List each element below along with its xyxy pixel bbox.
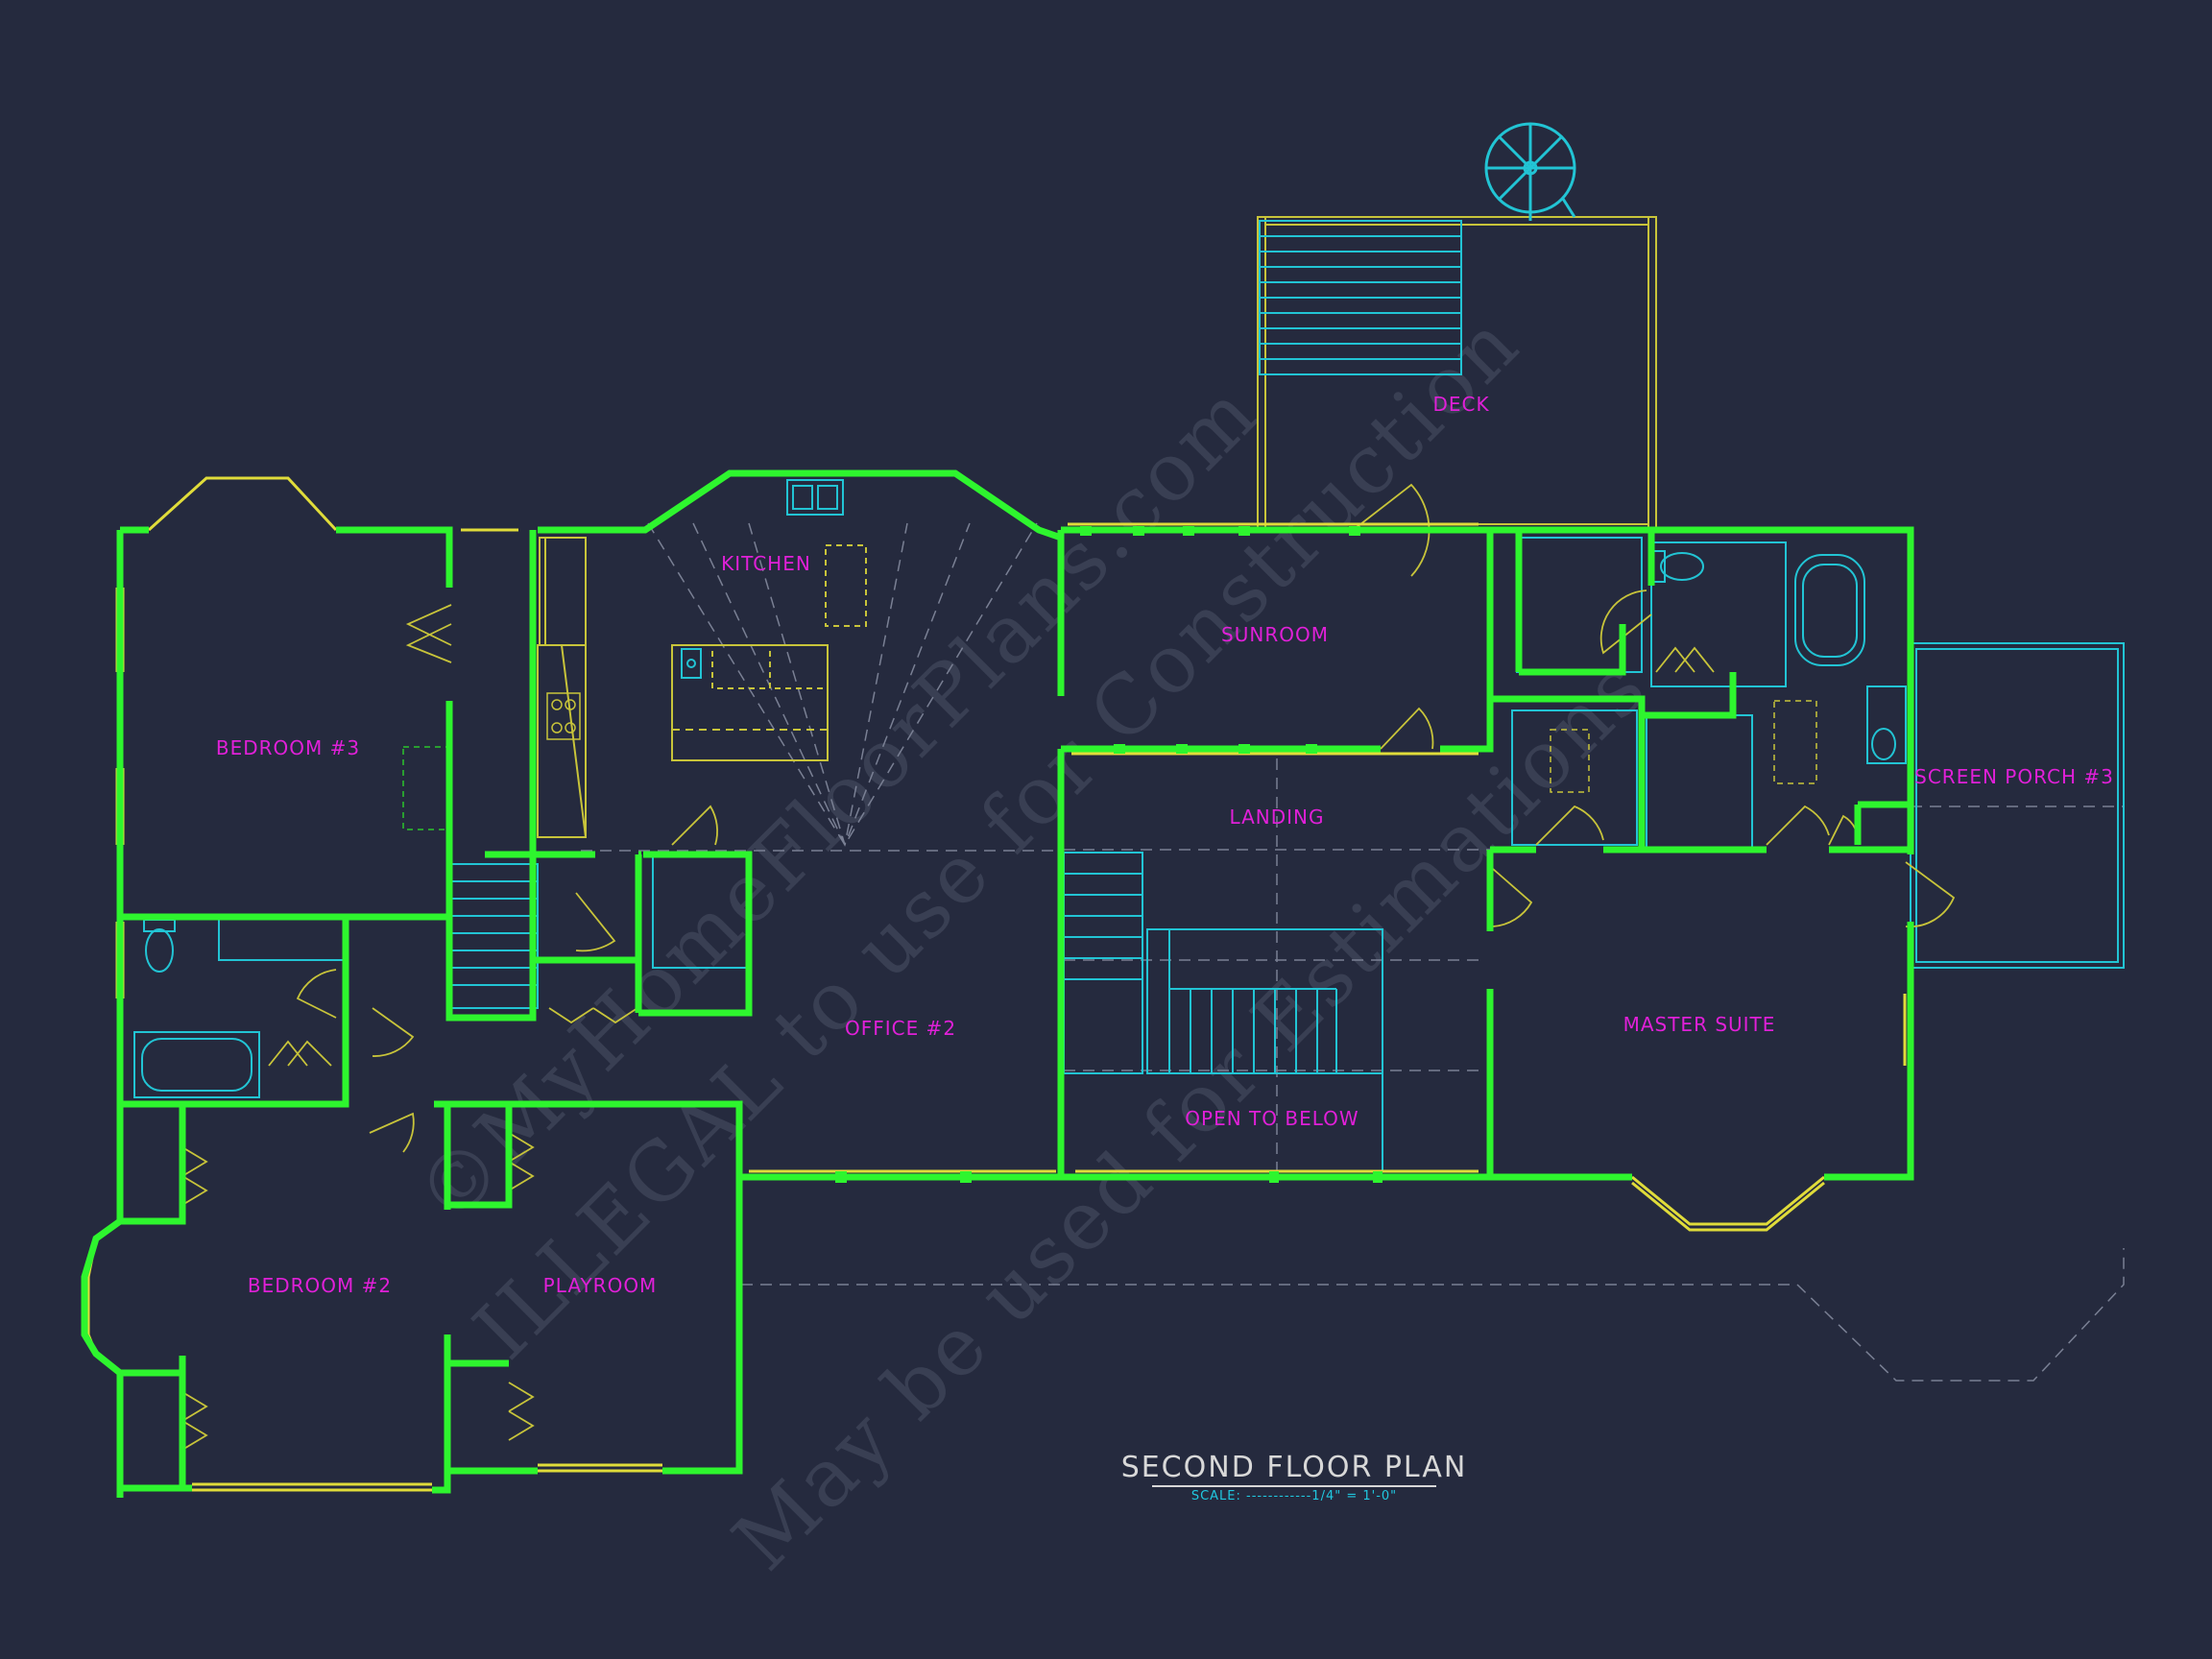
deck-stairs	[1259, 220, 1462, 375]
label-bedroom-2: BEDROOM #2	[248, 1274, 392, 1297]
label-open-to-below: OPEN TO BELOW	[1185, 1107, 1358, 1130]
room-labels: BEDROOM #3 KITCHEN SUNROOM DECK SCREEN P…	[216, 393, 2114, 1297]
label-screen-porch: SCREEN PORCH #3	[1914, 765, 2114, 788]
label-deck: DECK	[1432, 393, 1489, 416]
wall-posts	[835, 526, 1382, 1183]
label-bedroom-3: BEDROOM #3	[216, 736, 360, 759]
range-icon	[546, 692, 581, 740]
label-master-suite: MASTER SUITE	[1623, 1013, 1776, 1036]
label-sunroom: SUNROOM	[1221, 623, 1329, 646]
watermark: ©MyHomeFloorPlans.com ILLEGAL to use for…	[398, 296, 1665, 1588]
stairs	[450, 852, 1383, 1171]
label-playroom: PLAYROOM	[543, 1274, 658, 1297]
sink-icon	[681, 479, 844, 679]
label-kitchen: KITCHEN	[721, 552, 811, 575]
title-block: SECOND FLOOR PLAN SCALE: ------------1/4…	[1121, 1451, 1468, 1503]
label-landing: LANDING	[1229, 805, 1324, 829]
plan-title: SECOND FLOOR PLAN	[1121, 1451, 1468, 1484]
walls	[81, 469, 1914, 1498]
label-office: OFFICE #2	[845, 1017, 956, 1040]
kitchen-fixtures	[537, 537, 867, 838]
plan-scale: SCALE: ------------1/4" = 1'-0"	[1191, 1489, 1397, 1503]
spiral-stair-icon	[1484, 122, 1576, 221]
watermark-line-2: ILLEGAL to use for Construction	[456, 296, 1537, 1377]
dashed-lines	[581, 522, 2125, 1382]
bathtub-icon	[1794, 554, 1865, 666]
screen-porch	[1910, 642, 2125, 969]
